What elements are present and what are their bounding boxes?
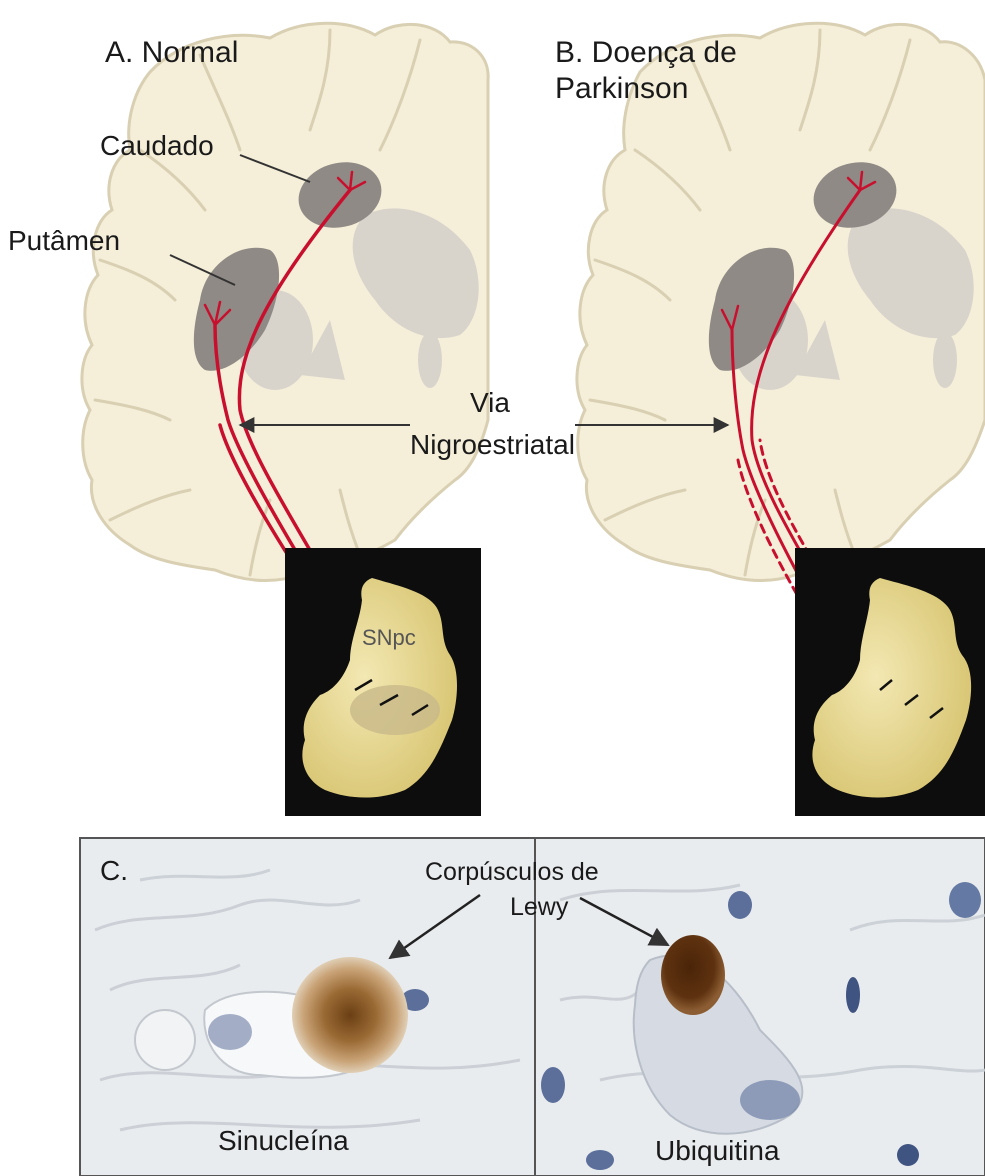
vacuole-left bbox=[135, 1010, 195, 1070]
glial-nucleus-r1 bbox=[728, 891, 752, 919]
glial-nucleus-r4 bbox=[541, 1067, 565, 1103]
glial-nucleus-r2 bbox=[949, 882, 981, 918]
panel-b-parkinson bbox=[577, 23, 985, 816]
putamen-label: Putâmen bbox=[8, 225, 120, 256]
panel-b-title-line2: Parkinson bbox=[555, 72, 688, 105]
panel-a-title: A. Normal bbox=[105, 36, 238, 69]
lewy-label-line1: Corpúsculos de bbox=[425, 858, 599, 886]
glial-nucleus-r3 bbox=[846, 977, 860, 1013]
glial-nucleus-r6 bbox=[897, 1144, 919, 1166]
cell-nucleus-right bbox=[740, 1080, 800, 1120]
globus-b bbox=[933, 332, 957, 388]
substantia-nigra-a bbox=[350, 685, 440, 735]
panel-b-title-line1: B. Doença de bbox=[555, 36, 737, 69]
lewy-label-line2: Lewy bbox=[510, 893, 569, 921]
ubiquitin-label: Ubiquitina bbox=[655, 1135, 780, 1166]
cell-nucleus-left bbox=[208, 1014, 252, 1050]
pathway-label-line1: Via bbox=[470, 387, 510, 418]
pathway-label-line2: Nigroestriatal bbox=[410, 429, 575, 460]
snpc-label: SNpc bbox=[362, 625, 416, 650]
panel-c-title: C. bbox=[100, 855, 128, 886]
synuclein-label: Sinucleína bbox=[218, 1125, 349, 1156]
lewy-body-synuclein bbox=[292, 957, 408, 1073]
caudate-label: Caudado bbox=[100, 130, 214, 161]
lewy-body-ubiquitin bbox=[661, 935, 725, 1015]
globus-a bbox=[418, 332, 442, 388]
glial-nucleus-r5 bbox=[586, 1150, 614, 1170]
panel-c-histology: C. Corpúsculos de Lewy Sinucleína Ubiqui… bbox=[80, 838, 985, 1176]
